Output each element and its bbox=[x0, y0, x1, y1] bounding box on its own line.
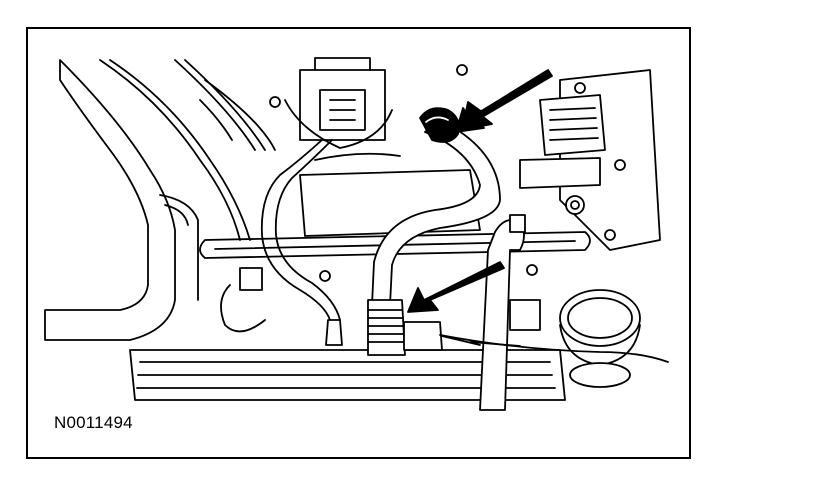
wiring-harness-left bbox=[99, 59, 276, 241]
left-connector bbox=[220, 267, 266, 333]
bolts bbox=[269, 64, 616, 282]
figure-id-label: N0011494 bbox=[54, 413, 133, 432]
callout-arrow-upper bbox=[455, 69, 553, 133]
sensor-harness bbox=[260, 139, 343, 346]
callout-arrow-lower bbox=[407, 261, 505, 313]
sensor-cable bbox=[439, 299, 669, 363]
top-sensor bbox=[284, 57, 393, 149]
alternator-bracket bbox=[519, 69, 661, 251]
quick-connect-coupling bbox=[367, 299, 481, 356]
large-left-hose bbox=[44, 59, 199, 341]
round-cap bbox=[559, 289, 641, 388]
